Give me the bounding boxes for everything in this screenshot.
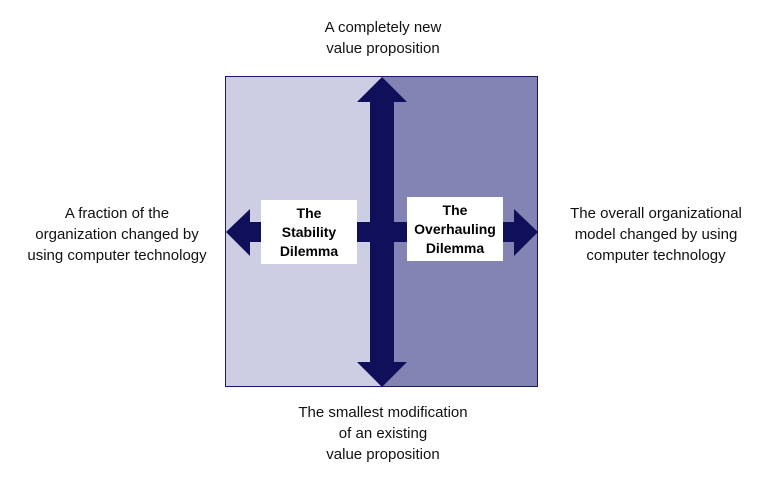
overhauling-dilemma-box: The Overhauling Dilemma xyxy=(407,197,503,261)
top-axis-label: A completely new value proposition xyxy=(324,19,442,57)
stability-dilemma-box: The Stability Dilemma xyxy=(261,200,357,264)
horizontal-arrow xyxy=(226,209,538,256)
right-axis-label: The overall organizational model changed… xyxy=(570,205,742,264)
bottom-axis-label: The smallest modification of an existing… xyxy=(298,404,468,463)
left-axis-label: A fraction of the organization changed b… xyxy=(27,205,207,264)
